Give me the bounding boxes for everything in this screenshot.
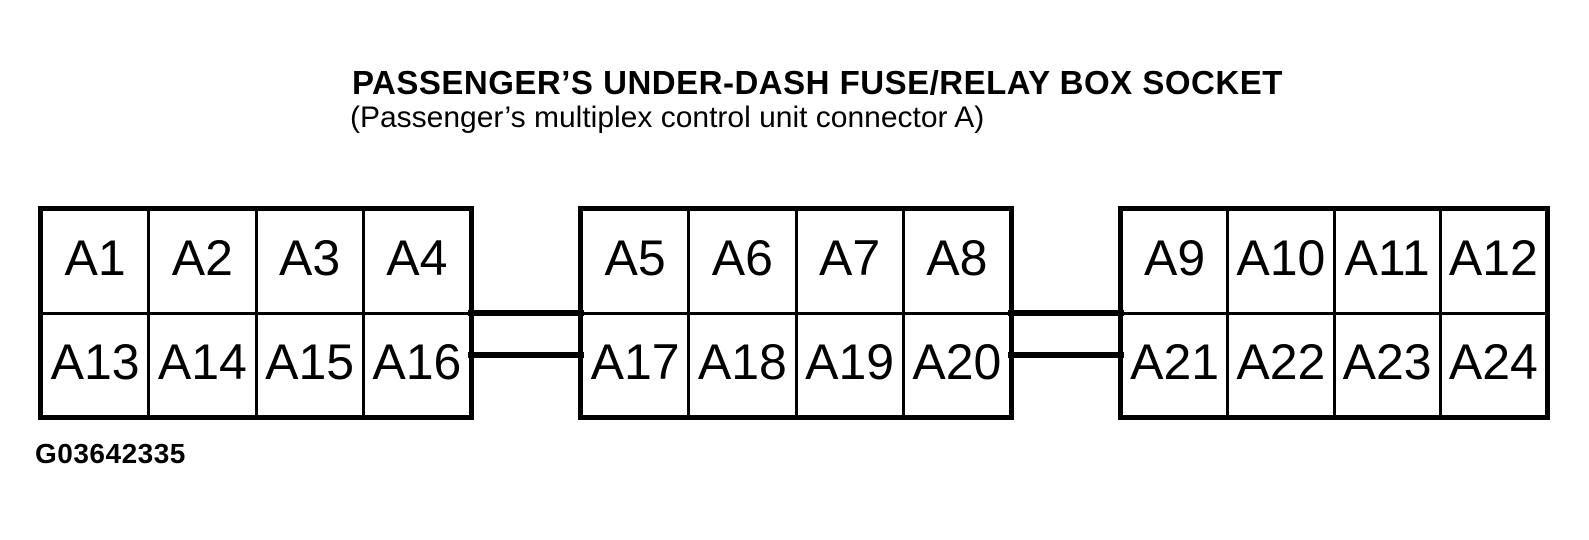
pin-cell-a22: A22 <box>1229 314 1333 415</box>
pin-cell-a17: A17 <box>583 314 688 415</box>
pin-cell-a4: A4 <box>364 211 469 312</box>
pin-cell-a11: A11 <box>1335 211 1439 312</box>
pin-cell-a6: A6 <box>690 211 795 312</box>
pin-cell-a9: A9 <box>1123 211 1227 312</box>
pin-cell-a13: A13 <box>43 314 148 415</box>
link-bar-gap2-lower <box>1008 352 1124 358</box>
pin-cell-a3: A3 <box>257 211 362 312</box>
connector-block-3: A9 A10 A11 A12 A21 A22 A23 A24 <box>1118 206 1550 420</box>
pin-cell-a15: A15 <box>257 314 362 415</box>
pin-cell-a20: A20 <box>904 314 1009 415</box>
pin-cell-a23: A23 <box>1335 314 1439 415</box>
pin-cell-a14: A14 <box>150 314 255 415</box>
link-bar-gap1-upper <box>468 310 584 316</box>
link-bar-gap2-upper <box>1008 310 1124 316</box>
figure-code: G03642335 <box>35 438 186 469</box>
pin-cell-a8: A8 <box>904 211 1009 312</box>
pin-cell-a12: A12 <box>1441 211 1545 312</box>
pin-cell-a16: A16 <box>364 314 469 415</box>
pin-cell-a19: A19 <box>797 314 902 415</box>
pin-cell-a7: A7 <box>797 211 902 312</box>
link-bar-gap1-lower <box>468 352 584 358</box>
pin-cell-a5: A5 <box>583 211 688 312</box>
pin-cell-a24: A24 <box>1441 314 1545 415</box>
page-subtitle: (Passenger’s multiplex control unit conn… <box>350 101 985 134</box>
pin-cell-a21: A21 <box>1123 314 1227 415</box>
pin-cell-a1: A1 <box>43 211 148 312</box>
connector-block-1: A1 A2 A3 A4 A13 A14 A15 A16 <box>38 206 474 420</box>
pin-cell-a18: A18 <box>690 314 795 415</box>
connector-block-2: A5 A6 A7 A8 A17 A18 A19 A20 <box>578 206 1014 420</box>
pin-cell-a10: A10 <box>1229 211 1333 312</box>
page-title: PASSENGER’S UNDER-DASH FUSE/RELAY BOX SO… <box>352 64 1283 101</box>
pin-cell-a2: A2 <box>150 211 255 312</box>
